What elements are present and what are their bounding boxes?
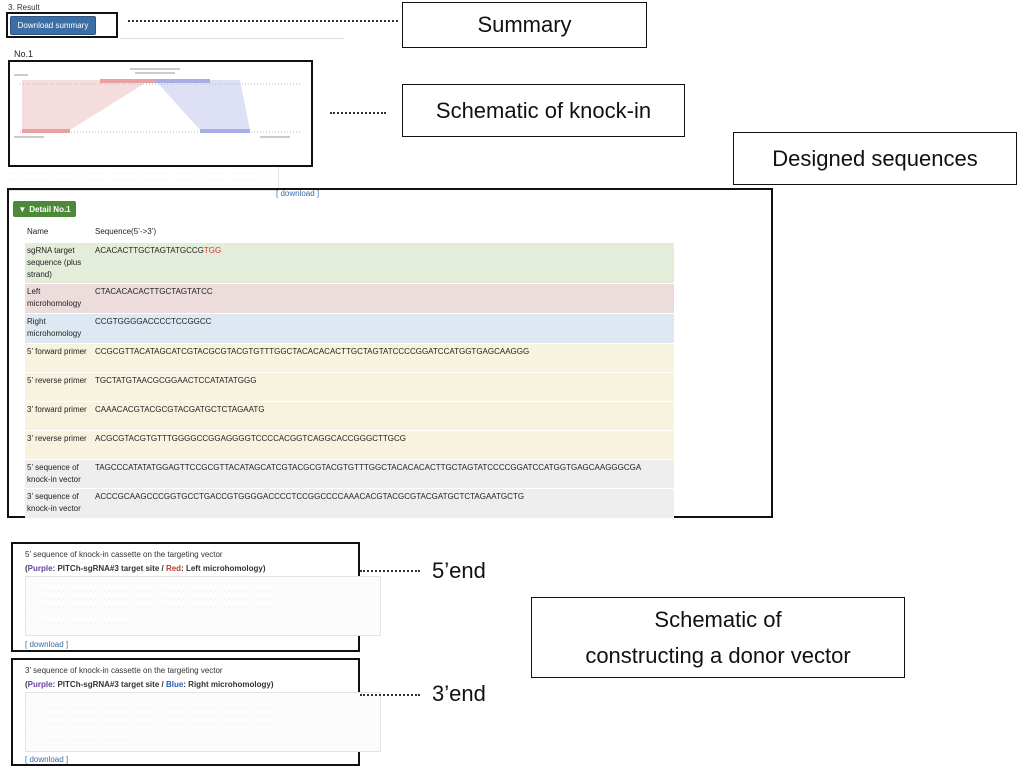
table-row: 5’ reverse primer TGCTATGTAACGCGGAACTCCA… [25,372,674,402]
five-end-sequence-view: · · · · · · · · · · · · · · · · · · · · … [25,576,381,636]
row-sequence: ACGCGTACGTGTTTGGGGCCGGAGGGGTCCCCACGGTCAG… [93,430,674,460]
row-sequence: ACACACTTGCTAGTATGCCGTGG [93,243,674,284]
summary-highlight-frame [6,12,118,38]
five-end-dotted-leader [360,570,420,572]
table-row: 5’ sequence of knock-in vector TAGCCCATA… [25,459,674,489]
callout-line-1: Schematic of [654,607,782,633]
row-sequence: CCGCGTTACATAGCATCGTACGCGTACGTGTTTGGCTACA… [93,343,674,373]
callout-line-2: constructing a donor vector [585,642,851,668]
row-name: Left microhomology [25,283,93,314]
row-name: 5’ sequence of knock-in vector [25,459,93,489]
table-row: 3’ reverse primer ACGCGTACGTGTTTGGGGCCGG… [25,430,674,460]
schematic-download-link[interactable]: [ download ] [276,189,320,198]
table-row: Left microhomology CTACACACACTTGCTAGTATC… [25,283,674,314]
legend-site: : PITCh-sgRNA#3 target site / [52,680,164,689]
designed-sequences-frame [7,188,773,518]
legend-homology: : Right microhomology) [183,680,274,689]
row-sequence: TGCTATGTAACGCGGAACTCCATATATGGG [93,372,674,402]
sequence-table: Name Sequence(5’->3’) sgRNA target seque… [25,225,674,518]
three-end-frame: 3’ sequence of knock-in cassette on the … [11,658,381,766]
three-end-dotted-leader [360,694,420,696]
row-name: Right microhomology [25,313,93,344]
three-end-legend: (Purple: PITCh-sgRNA#3 target site / Blu… [25,680,274,689]
result-number-label: No.1 [14,49,34,59]
knockin-schematic-graphic [14,68,300,138]
row-sequence: CCGTGGGGACCCCTCCGGCC [93,313,674,344]
knockin-schematic [8,60,313,167]
schematic-caption-line: · · · · · · · · · · · · · · · · · · · · … [10,171,266,175]
detail-button-label: Detail No.1 [29,204,71,214]
callout-summary: Summary [402,2,647,48]
row-sequence: ACCCGCAAGCCCGGTGCCTGACCGTGGGGACCCCTCCGGC… [95,492,525,501]
row-sequence: TAGCCCATATATGGAGTTCCGCGTTACATAGCATCGTACG… [93,459,674,489]
divider [120,38,344,39]
callout-three-end: 3’end [432,681,486,706]
table-row: 3’ sequence of knock-in vector ACCCGCAAG… [25,488,674,518]
five-end-legend: (Purple: PITCh-sgRNA#3 target site / Red… [25,564,266,573]
pam-sequence: TGG [203,246,222,255]
legend-site: : PITCh-sgRNA#3 target site / [52,564,164,573]
chevron-down-icon: ▼ [18,204,27,214]
five-end-title: 5’ sequence of knock-in cassette on the … [25,550,223,559]
row-sequence: CAAACACGTACGCGTACGATGCTCTAGAATG [93,401,674,431]
three-end-sequence-view: · · · · · · · · · · · · · · · · · · · · … [25,692,381,752]
legend-red: Red [165,564,182,573]
callout-schematic-knockin: Schematic of knock-in [402,84,685,137]
legend-purple: Purple [27,564,53,573]
detail-toggle-button[interactable]: ▼ Detail No.1 [13,201,76,217]
row-sequence: CTACACACACTTGCTAGTATCC [93,283,674,314]
legend-blue: Blue [165,680,184,689]
column-header-name: Name [27,227,49,236]
three-end-download-link[interactable]: [ download ] [25,755,69,764]
table-row: sgRNA target sequence (plus strand) ACAC… [25,243,674,284]
row-name: sgRNA target sequence (plus strand) [25,243,93,284]
row-name: 5’ reverse primer [25,372,93,402]
row-name: 3’ reverse primer [25,430,93,460]
legend-purple: Purple [27,680,53,689]
callout-designed-sequences: Designed sequences [733,132,1017,185]
download-summary-button[interactable]: Download summary [10,16,96,35]
table-row: Right microhomology CCGTGGGGACCCCTCCGGCC [25,313,674,344]
sgrna-sequence: ACACACTTGCTAGTATGCCG [95,246,204,255]
callout-five-end: 5’end [432,558,486,583]
callout-constructing-donor-vector: Schematic of constructing a donor vector [531,597,905,678]
three-end-title: 3’ sequence of knock-in cassette on the … [25,666,223,675]
row-name: 3’ sequence of knock-in vector [27,492,81,513]
schematic-dotted-leader [330,112,386,114]
five-end-frame: 5’ sequence of knock-in cassette on the … [11,542,381,652]
table-row: 3’ forward primer CAAACACGTACGCGTACGATGC… [25,401,674,431]
five-end-download-link[interactable]: [ download ] [25,640,69,649]
legend-homology: : Left microhomology) [181,564,266,573]
row-name: 5’ forward primer [25,343,93,373]
row-name: 3’ forward primer [25,401,93,431]
section-label: 3. Result [8,3,40,12]
table-row: 5’ forward primer CCGCGTTACATAGCATCGTACG… [25,343,674,373]
schematic-caption-line: · · · · · · · · · · · · · · · · · · · · … [10,178,266,182]
summary-dotted-leader [128,20,398,22]
column-header-sequence: Sequence(5’->3’) [95,227,157,236]
